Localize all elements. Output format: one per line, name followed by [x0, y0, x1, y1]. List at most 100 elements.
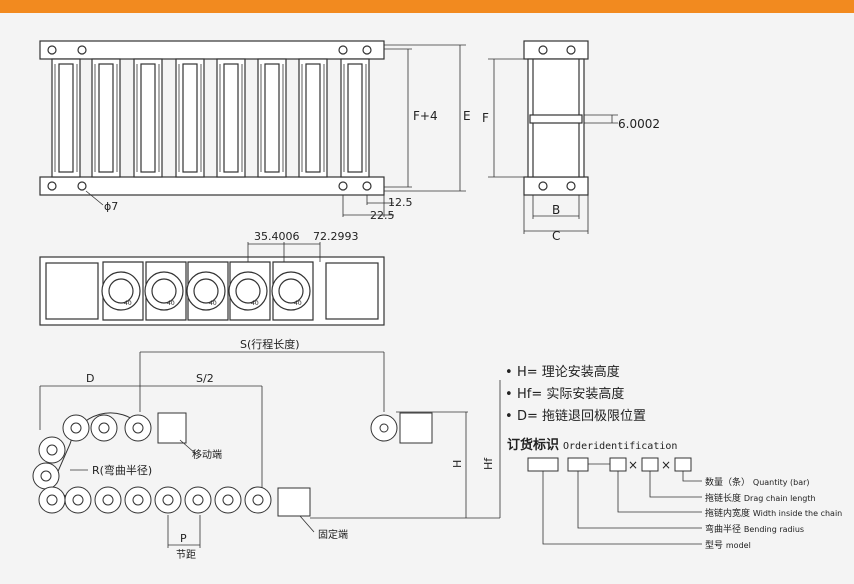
mount-hole — [77, 45, 87, 55]
legend-item-hf: •Hf= 实际安装高度 — [505, 384, 646, 406]
link-pivot-inner — [278, 278, 304, 304]
chain-link-2 — [90, 414, 118, 442]
crossbars — [51, 58, 370, 178]
order-title-en: Orderidentification — [563, 441, 678, 452]
crossbar-8 — [340, 58, 370, 178]
stroke-length-label: S(行程长度) — [240, 337, 300, 351]
crossbar-slot — [98, 63, 114, 173]
chain-links — [32, 414, 272, 514]
mount-hole — [77, 181, 87, 191]
svg-text:数量（条） Quantity (bar): 数量（条） Quantity (bar) — [705, 476, 810, 488]
dim-b: B — [552, 203, 560, 217]
chain-link-10 — [154, 486, 182, 514]
legend-text: D= 拖链退回极限位置 — [517, 409, 647, 424]
link-number: 40 — [124, 300, 132, 307]
crossbar-7 — [298, 58, 328, 178]
order-sep-2: × — [661, 458, 671, 472]
chain-link-pin — [40, 470, 52, 482]
bending-radius-label: R(弯曲半径) — [92, 463, 152, 477]
crossbar-slot — [58, 63, 74, 173]
order-diagram — [527, 457, 702, 545]
layout-view — [32, 351, 501, 548]
legend-bullet: • — [505, 409, 513, 424]
link-number: 40 — [294, 300, 302, 307]
definitions-legend: • H= 理论安装高度 •Hf= 实际安装高度 • D= 拖链退回极限位置 — [505, 362, 646, 428]
retract-limit-label: D — [86, 372, 94, 385]
order-label-zh: 拖链内宽度 — [705, 507, 750, 519]
legend-item-d: • D= 拖链退回极限位置 — [505, 406, 646, 428]
chain-link-pin — [192, 494, 204, 506]
crossbar-1 — [51, 58, 81, 178]
chain-link-pin — [46, 494, 58, 506]
chain-link-9 — [124, 486, 152, 514]
order-label-chain-length: 拖链长度 Drag chain length — [705, 492, 816, 504]
chain-link-5 — [32, 462, 60, 490]
link-pivot-inner — [193, 278, 219, 304]
link-pivot — [228, 271, 268, 311]
legend-text: Hf= 实际安装高度 — [517, 387, 625, 402]
chain-link-pin — [72, 494, 84, 506]
dim-6: 6.0002 — [618, 117, 660, 131]
order-label-zh: 弯曲半径 — [705, 523, 741, 535]
chain-link-4 — [38, 436, 66, 464]
svg-text:拖链长度 Drag chain length: 拖链长度 Drag chain length — [705, 492, 816, 504]
dim-pitch-1: 35.4006 — [254, 230, 300, 243]
chain-link-pin — [132, 422, 144, 434]
link-number: 40 — [251, 300, 259, 307]
crossbar-slot — [182, 63, 198, 173]
moving-end-label: 移动端 — [192, 448, 222, 461]
rail-holes — [47, 45, 372, 191]
link-pivot — [186, 271, 226, 311]
crossbar-2 — [91, 58, 121, 178]
order-label-en: Width inside the chain — [753, 509, 842, 518]
crossbar-slot — [347, 63, 363, 173]
bottom-rail — [39, 176, 385, 196]
chain-link-pin — [70, 422, 82, 434]
order-label-en: model — [726, 541, 751, 550]
dim-pitch-2: 72.2993 — [313, 230, 359, 243]
dim-22-5: 22.5 — [370, 209, 395, 222]
link-pivot — [271, 271, 311, 311]
legend-bullet: • — [505, 365, 513, 380]
mount-hole — [362, 45, 372, 55]
chain-link-pin — [98, 422, 110, 434]
hole-diameter: ϕ7 — [104, 200, 118, 213]
svg-text:弯曲半径 Bending radius: 弯曲半径 Bending radius — [705, 523, 804, 535]
crossbar-4 — [175, 58, 205, 178]
pitch-p-label: P — [180, 532, 187, 545]
order-label-model: 型号 model — [705, 540, 751, 551]
half-stroke-label: S/2 — [196, 372, 214, 385]
crossbar-5 — [216, 58, 246, 178]
mount-hole — [338, 45, 348, 55]
chain-link-13 — [244, 486, 272, 514]
chain-link-12 — [214, 486, 242, 514]
dim-f-plus-4: F+4 — [413, 109, 438, 123]
chain-link-pin — [102, 494, 114, 506]
chain-link-pin — [46, 444, 58, 456]
dim-c: C — [552, 229, 560, 243]
order-label-quantity: 数量（条） Quantity (bar) — [705, 476, 810, 488]
crossbar-3 — [133, 58, 163, 178]
chain-link-1 — [62, 414, 90, 442]
top-rail — [39, 40, 385, 60]
fixed-end-label: 固定端 — [318, 528, 348, 541]
link-number: 40 — [167, 300, 175, 307]
order-label-bending-radius: 弯曲半径 Bending radius — [705, 523, 804, 535]
top-accent-bar — [0, 0, 854, 13]
order-label-zh: 拖链长度 — [705, 492, 741, 504]
link-pivot-inner — [108, 278, 134, 304]
order-label-en: Bending radius — [744, 525, 804, 534]
pitch-label: 节距 — [176, 549, 196, 561]
link-pivot-inner — [235, 278, 261, 304]
legend-item-h: • H= 理论安装高度 — [505, 362, 646, 384]
order-title-zh: 订货标识 — [507, 438, 560, 453]
chain-link-11 — [184, 486, 212, 514]
crossbar-slot — [264, 63, 280, 173]
chain-link-pin — [222, 494, 234, 506]
link-number: 40 — [209, 300, 217, 307]
dim-e: E — [463, 109, 471, 123]
legend-text: H= 理论安装高度 — [517, 365, 620, 380]
height-h-label: H — [451, 460, 464, 468]
